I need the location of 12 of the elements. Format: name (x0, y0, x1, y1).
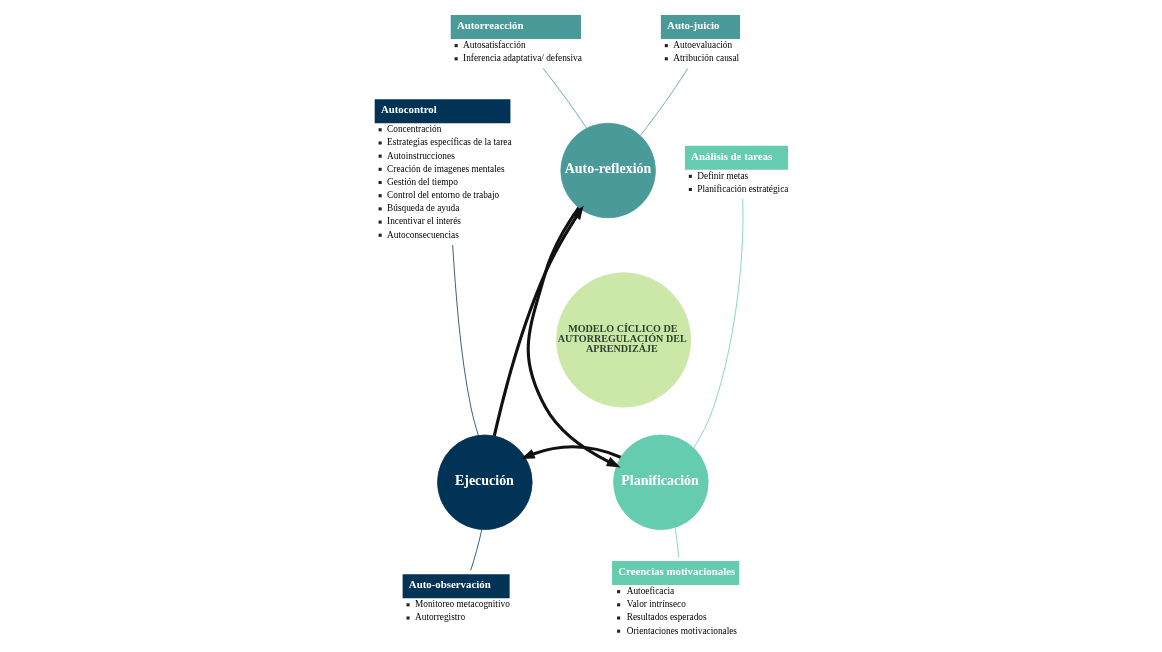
arrow (520, 445, 622, 459)
connector (452, 244, 479, 436)
connector (542, 67, 587, 129)
connector (674, 527, 680, 558)
node-circle: MODELO CÍCLICO DE AUTORREGULACIÓN DEL APRENDIZÁJE (556, 272, 692, 408)
connector (693, 198, 744, 449)
connector (470, 529, 483, 571)
arrow (492, 205, 584, 437)
node-circle: Ejecución (437, 434, 533, 530)
node-circle: Planificación (613, 434, 709, 530)
connector (639, 67, 689, 136)
arrow (526, 206, 621, 468)
